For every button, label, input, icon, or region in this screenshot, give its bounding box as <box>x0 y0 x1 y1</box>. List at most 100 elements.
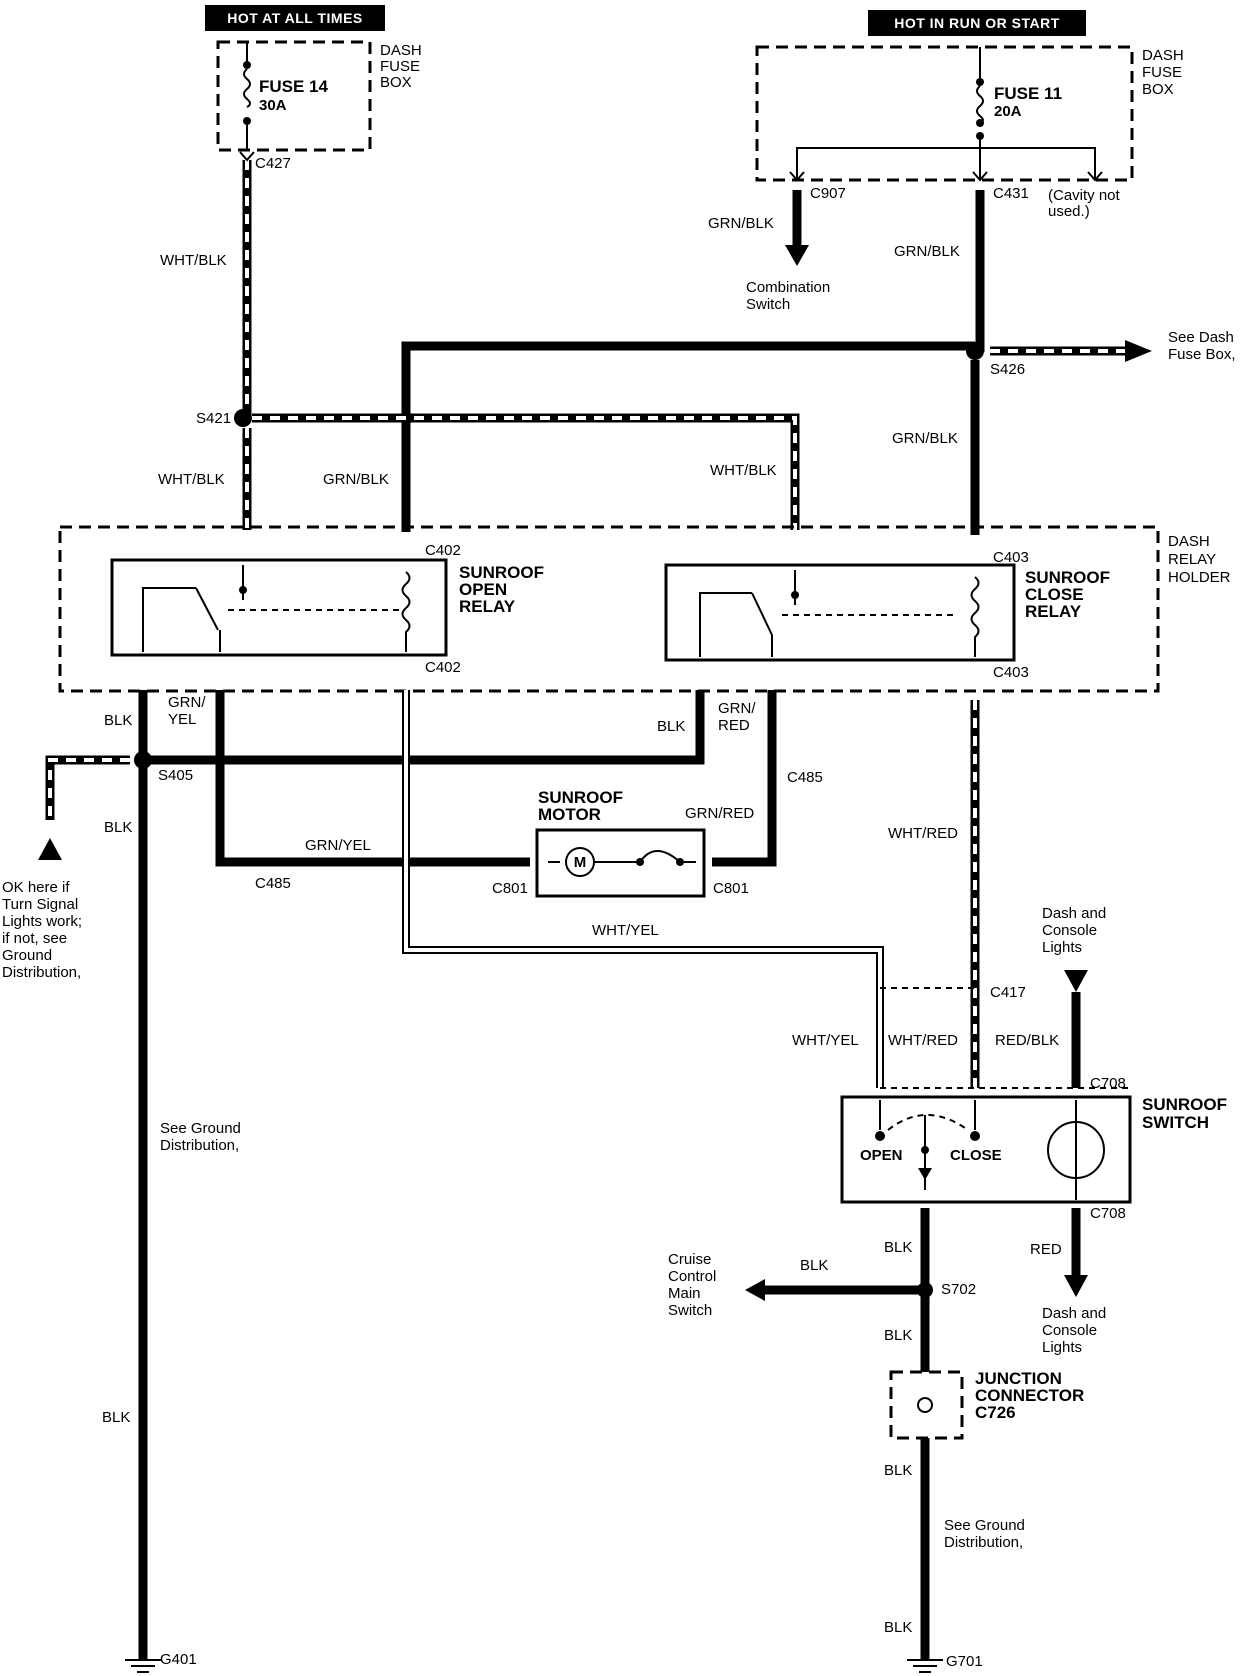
diagram-label: G401 <box>160 1651 197 1668</box>
diagram-label: C403 <box>993 549 1029 566</box>
splice-s405 <box>134 751 152 769</box>
diagram-label: BLK <box>104 819 132 836</box>
diagram-label: SUNROOF <box>1142 1095 1227 1114</box>
diagram-label: CONNECTOR <box>975 1386 1084 1405</box>
junction-connector-c726 <box>889 1370 964 1440</box>
diagram-label: YEL <box>168 711 196 728</box>
diagram-label: GRN/YEL <box>305 837 371 854</box>
diagram-label: C907 <box>810 185 846 202</box>
ground-g701 <box>907 1659 943 1673</box>
diagram-label: Switch <box>668 1302 712 1319</box>
diagram-label: SWITCH <box>1142 1113 1209 1132</box>
diagram-label: Fuse Box, <box>1168 346 1236 363</box>
c427-label: C427 <box>255 155 291 172</box>
diagram-label: RELAY <box>459 597 516 616</box>
diagram-label: BLK <box>104 712 132 729</box>
diagram-label: BLK <box>657 718 685 735</box>
diagram-label: FUSE <box>1142 64 1182 81</box>
diagram-label: (Cavity not <box>1048 187 1121 204</box>
dash-console-lights-in <box>1064 970 1088 1088</box>
diagram-label: SUNROOF <box>459 563 544 582</box>
diagram-label: WHT/BLK <box>158 471 225 488</box>
diagram-label: S405 <box>158 767 193 784</box>
diagram-label: C403 <box>993 664 1029 681</box>
diagram-label: BLK <box>102 1409 130 1426</box>
diagram-label: Lights <box>1042 1339 1082 1356</box>
diagram-label: BLK <box>884 1327 912 1344</box>
diagram-label: Turn Signal <box>2 896 78 913</box>
diagram-label: RELAY <box>1025 602 1082 621</box>
diagram-label: See Ground <box>160 1120 241 1137</box>
splice-s421 <box>234 409 252 427</box>
dash-fuse-box-right: FUSE 11 20A DASH FUSE BOX <box>755 45 1184 182</box>
sunroof-switch: OPEN CLOSE <box>840 1095 1132 1204</box>
diagram-label: C417 <box>990 984 1026 1001</box>
diagram-label: DASH <box>380 42 422 59</box>
diagram-label: Distribution, <box>160 1137 239 1154</box>
wire-blk-ground-left <box>38 690 705 1660</box>
diagram-label: BLK <box>884 1462 912 1479</box>
diagram-label: C402 <box>425 659 461 676</box>
ground-g401 <box>125 1659 161 1673</box>
sunroof-open-relay: SUNROOF OPEN RELAY <box>110 558 544 657</box>
diagram-label: Dash and <box>1042 1305 1106 1322</box>
diagram-label: Cruise <box>668 1251 711 1268</box>
splice-s702 <box>917 1282 933 1298</box>
diagram-label: Distribution, <box>944 1534 1023 1551</box>
diagram-label: S426 <box>990 361 1025 378</box>
diagram-label: Lights work; <box>2 913 82 930</box>
sunroof-close-relay: SUNROOF CLOSE RELAY <box>664 563 1110 662</box>
diagram-label: WHT/RED <box>888 825 958 842</box>
wire-grn-yel-motor <box>215 690 530 867</box>
diagram-label: C485 <box>255 875 291 892</box>
diagram-label: OPEN <box>459 580 507 599</box>
diagram-label: GRN/BLK <box>323 471 389 488</box>
diagram-label: SUNROOF <box>538 788 623 807</box>
sunroof-motor: M <box>535 828 706 898</box>
fuse-14-label: FUSE 14 <box>259 77 329 96</box>
diagram-label: See Dash <box>1168 329 1234 346</box>
diagram-label: RED <box>1030 1241 1062 1258</box>
diagram-label: WHT/BLK <box>710 462 777 479</box>
diagram-label: See Ground <box>944 1517 1025 1534</box>
diagram-label: G701 <box>946 1653 983 1670</box>
diagram-label: DASH <box>1168 533 1210 550</box>
diagram-label: Control <box>668 1268 716 1285</box>
wire-grn-blk-c907 <box>785 190 809 266</box>
diagram-label: BOX <box>380 74 412 91</box>
wire-grn-red-motor <box>712 690 777 867</box>
diagram-label: RELAY <box>1168 551 1216 568</box>
c427-connector-mark <box>239 151 255 162</box>
diagram-label: BLK <box>884 1239 912 1256</box>
diagram-label: C726 <box>975 1403 1016 1422</box>
diagram-label: GRN/BLK <box>894 243 960 260</box>
diagram-label: GRN/RED <box>685 805 754 822</box>
diagram-label: RED/BLK <box>995 1032 1059 1049</box>
diagram-label: Lights <box>1042 939 1082 956</box>
diagram-label: M <box>574 854 587 871</box>
dash-relay-holder <box>58 525 1160 693</box>
diagram-label: DASH <box>1142 47 1184 64</box>
diagram-label: BLK <box>800 1257 828 1274</box>
diagram-label: HOLDER <box>1168 569 1231 586</box>
diagram-label: WHT/RED <box>888 1032 958 1049</box>
diagram-label: HOT AT ALL TIMES <box>227 10 363 26</box>
diagram-label: Switch <box>746 296 790 313</box>
diagram-label: CLOSE <box>1025 585 1084 604</box>
diagram-label: Distribution, <box>2 964 81 981</box>
wire-grn-blk-bus <box>401 340 1152 532</box>
diagram-label: BLK <box>884 1619 912 1636</box>
wire-wht-blk-s421 <box>242 413 800 530</box>
diagram-label: GRN/BLK <box>892 430 958 447</box>
diagram-label: BOX <box>1142 81 1174 98</box>
diagram-label: OK here if <box>2 879 70 896</box>
diagram-label: Console <box>1042 922 1097 939</box>
diagram-label: JUNCTION <box>975 1369 1062 1388</box>
wire-wht-yel <box>402 690 884 1088</box>
diagram-label: OPEN <box>860 1147 903 1164</box>
diagram-label: C431 <box>993 185 1029 202</box>
diagram-label: S421 <box>196 410 231 427</box>
diagram-label: C801 <box>713 880 749 897</box>
diagram-label: WHT/YEL <box>792 1032 859 1049</box>
